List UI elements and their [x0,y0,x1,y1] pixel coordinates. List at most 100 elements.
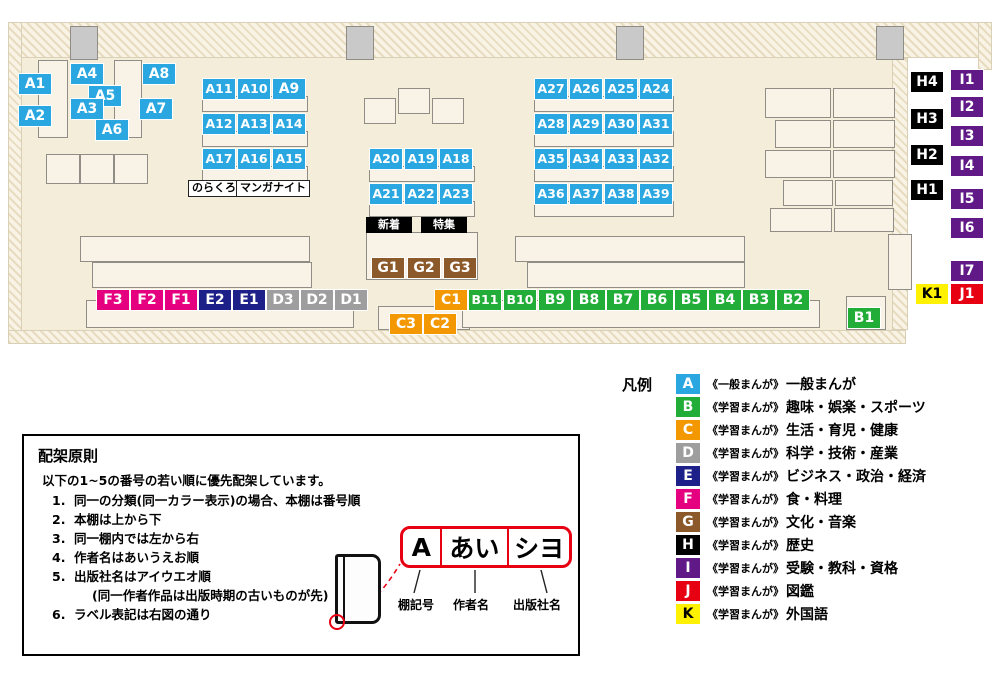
legend-item-J: J 《学習まんが》図鑑 [676,579,926,602]
shelf-label-F1: F1 [164,289,198,311]
shelf-block [515,236,745,262]
shelf-label-A31: A31 [639,113,673,135]
area-label-新着: 新着 [366,217,412,233]
shelf-block [432,98,464,124]
shelf-label-B5: B5 [674,289,708,311]
legend-title: 凡例 [622,376,653,394]
shelf-label-A24: A24 [639,78,673,100]
shelf-label-A39: A39 [639,183,673,205]
wall-hatch [978,22,992,70]
shelf-block [835,180,893,206]
shelf-label-A27: A27 [534,78,568,100]
shelf-label-A17: A17 [202,148,236,170]
spine-label-highlight-circle [329,614,345,630]
pillar [70,26,98,60]
shelf-label-I5: I5 [950,188,984,210]
shelf-block [833,88,895,118]
legend-item-D: D《学習まんが》科学・技術・産業 [676,441,926,464]
legend-type: 《学習まんが》 [707,607,785,621]
shelf-label-A10: A10 [237,78,271,100]
wall-hatch [8,330,906,344]
shelf-label-I1: I1 [950,69,984,91]
shelf-label-B3: B3 [742,289,776,311]
shelf-label-B8: B8 [572,289,606,311]
wall-hatch [8,22,22,344]
shelf-label-D3: D3 [266,289,300,311]
shelf-label-F3: F3 [96,289,130,311]
shelf-label-A23: A23 [439,183,473,205]
shelf-block [783,180,833,206]
shelf-label-A32: A32 [639,148,673,170]
legend-type: 《学習まんが》 [707,400,785,414]
shelf-label-A26: A26 [569,78,603,100]
shelf-label-A15: A15 [272,148,306,170]
legend-type: 《学習まんが》 [707,515,785,529]
shelf-label-A16: A16 [237,148,271,170]
shelf-label-B6: B6 [640,289,674,311]
shelf-block [80,236,310,262]
legend-chip-E: E [676,465,701,486]
legend-item-C: C《学習まんが》生活・育児・健康 [676,418,926,441]
shelf-label-B2: B2 [776,289,810,311]
shelf-label-A25: A25 [604,78,638,100]
legend-chip-F: F [676,488,701,509]
pillar [876,26,904,60]
shelf-label-H3: H3 [910,108,944,130]
legend-label: 文化・音楽 [786,514,857,531]
legend-chip-A: A [676,373,701,394]
pillar [346,26,374,60]
shelf-label-A4: A4 [70,63,104,85]
legend-chip-H: H [676,534,701,555]
legend-item-I: I《学習まんが》受験・教科・資格 [676,556,926,579]
label-annotation: 棚記号 [398,598,435,612]
shelf-label-A11: A11 [202,78,236,100]
shelf-label-A18: A18 [439,148,473,170]
spine-label-part: シヨ [514,534,565,563]
shelf-label-A8: A8 [142,63,176,85]
principle-item: 4.作者名はあいうえお順 [52,550,200,565]
area-label-のらくろ: のらくろ [188,180,240,197]
area-label-特集: 特集 [421,217,467,233]
label-annotation: 出版社名 [513,598,562,612]
shelf-label-A1: A1 [18,73,52,95]
shelf-block [775,120,831,148]
legend-item-E: E 《学習まんが》ビジネス・政治・経済 [676,464,926,487]
shelf-label-B9: B9 [538,289,572,311]
legend-type: 《学習まんが》 [707,584,785,598]
legend-chip-J: J [676,580,701,601]
legend-chip-B: B [676,396,701,417]
legend-label: 受験・教科・資格 [786,560,899,577]
shelf-label-I3: I3 [950,125,984,147]
shelf-label-C1: C1 [434,289,468,311]
shelf-label-A33: A33 [604,148,638,170]
shelf-label-A12: A12 [202,113,236,135]
legend-item-K: K《学習まんが》外国語 [676,602,926,625]
shelf-label-A19: A19 [404,148,438,170]
legend-label: ビジネス・政治・経済 [786,468,927,485]
shelf-block [46,154,80,184]
shelf-label-D2: D2 [300,289,334,311]
shelf-label-D1: D1 [334,289,368,311]
legend-item-B: B《学習まんが》趣味・娯楽・スポーツ [676,395,926,418]
label-annotation: 作者名 [453,598,490,612]
shelf-label-I6: I6 [950,217,984,239]
legend-type: 《学習まんが》 [707,469,785,483]
shelf-block [527,262,745,288]
legend-type: 《学習まんが》 [707,446,785,460]
shelf-block [92,262,312,288]
shelf-label-C3: C3 [389,313,423,335]
shelf-label-B1: B1 [847,307,881,329]
shelf-label-A28: A28 [534,113,568,135]
legend-label: 図鑑 [786,583,815,600]
legend-chip-G: G [676,511,701,532]
shelf-block [765,88,831,118]
pillar [616,26,644,60]
legend-chip-C: C [676,419,701,440]
principles-title: 配架原則 [38,447,99,465]
shelf-block [888,234,912,290]
shelf-label-A7: A7 [139,98,173,120]
shelf-block [770,208,832,232]
shelf-label-A21: A21 [369,183,403,205]
shelf-label-A34: A34 [569,148,603,170]
